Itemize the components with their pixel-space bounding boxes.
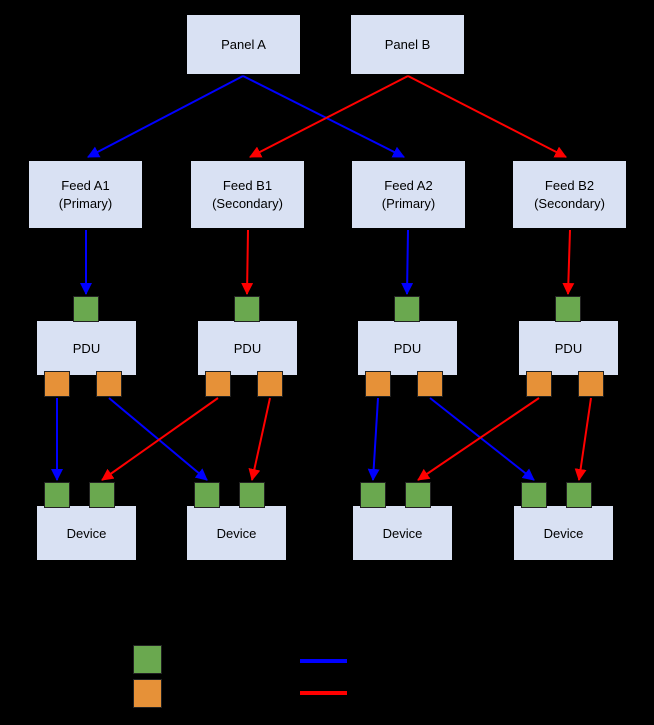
device-1-node: Device bbox=[36, 505, 137, 561]
pdu-2-output-port-1 bbox=[205, 371, 231, 397]
edge-pdu1_out2-to-device2_in1 bbox=[108, 397, 208, 481]
device-4-input-port-2 bbox=[566, 482, 592, 508]
feed-b1-role: (Secondary) bbox=[212, 195, 283, 211]
device-3-input-port-2 bbox=[405, 482, 431, 508]
legend-red-line bbox=[300, 691, 347, 695]
panel-a-node: Panel A bbox=[186, 14, 301, 75]
pdu-4-output-port-2 bbox=[578, 371, 604, 397]
pdu-4-input-port bbox=[555, 296, 581, 322]
edge-pdu4_out1-to-device3_in2 bbox=[417, 397, 540, 481]
edge-panelA_out-to-feedA1_in bbox=[87, 75, 244, 158]
legend-green-swatch bbox=[133, 645, 162, 674]
device-2-input-port-1 bbox=[194, 482, 220, 508]
feed-b1-node: Feed B1 (Secondary) bbox=[190, 160, 305, 229]
device-3-input-port-1 bbox=[360, 482, 386, 508]
pdu-1-label: PDU bbox=[72, 340, 101, 356]
device-4-node: Device bbox=[513, 505, 614, 561]
device-1-input-port-2 bbox=[89, 482, 115, 508]
pdu-4-node: PDU bbox=[518, 320, 619, 376]
feed-a2-name: Feed A2 bbox=[384, 177, 433, 193]
device-4-label: Device bbox=[543, 525, 584, 541]
device-1-input-port-1 bbox=[44, 482, 70, 508]
feed-b2-node: Feed B2 (Secondary) bbox=[512, 160, 627, 229]
pdu-4-label: PDU bbox=[554, 340, 583, 356]
feed-a1-name: Feed A1 bbox=[61, 177, 110, 193]
pdu-2-label: PDU bbox=[233, 340, 262, 356]
device-3-label: Device bbox=[382, 525, 423, 541]
pdu-1-output-port-2 bbox=[96, 371, 122, 397]
feed-a1-role: (Primary) bbox=[58, 195, 113, 211]
pdu-3-input-port bbox=[394, 296, 420, 322]
feed-a2-node: Feed A2 (Primary) bbox=[351, 160, 466, 229]
pdu-2-output-port-2 bbox=[257, 371, 283, 397]
pdu-1-output-port-1 bbox=[44, 371, 70, 397]
device-2-node: Device bbox=[186, 505, 287, 561]
edge-pdu4_out2-to-device4_in2 bbox=[574, 397, 592, 481]
device-3-node: Device bbox=[352, 505, 453, 561]
device-2-input-port-2 bbox=[239, 482, 265, 508]
pdu-3-output-port-2 bbox=[417, 371, 443, 397]
edge-pdu3_out1-to-device3_in1 bbox=[367, 397, 380, 481]
panel-b-node: Panel B bbox=[350, 14, 465, 75]
pdu-2-node: PDU bbox=[197, 320, 298, 376]
feed-a2-role: (Primary) bbox=[381, 195, 436, 211]
feed-b1-name: Feed B1 bbox=[222, 177, 273, 193]
edge-feedB2_out-to-pdu4_in bbox=[562, 229, 575, 295]
pdu-2-input-port bbox=[234, 296, 260, 322]
panel-a-label: Panel A bbox=[221, 37, 266, 52]
edge-pdu2_out2-to-device2_in2 bbox=[248, 397, 271, 481]
edge-pdu2_out1-to-device1_in2 bbox=[101, 397, 219, 481]
edge-panelA_out-to-feedA2_in bbox=[242, 75, 405, 158]
panel-b-label: Panel B bbox=[384, 37, 431, 52]
feed-a1-node: Feed A1 (Primary) bbox=[28, 160, 143, 229]
pdu-3-node: PDU bbox=[357, 320, 458, 376]
pdu-3-label: PDU bbox=[393, 340, 422, 356]
pdu-1-input-port bbox=[73, 296, 99, 322]
device-4-input-port-1 bbox=[521, 482, 547, 508]
pdu-4-output-port-1 bbox=[526, 371, 552, 397]
edge-panelB_out-to-feedB1_in bbox=[249, 75, 409, 158]
edge-feedB1_out-to-pdu2_in bbox=[241, 229, 254, 295]
feed-b2-role: (Secondary) bbox=[534, 195, 605, 211]
edge-pdu3_out2-to-device4_in1 bbox=[429, 397, 535, 481]
feed-b2-name: Feed B2 bbox=[544, 177, 595, 193]
legend-blue-line bbox=[300, 659, 347, 663]
pdu-1-node: PDU bbox=[36, 320, 137, 376]
legend-orange-swatch bbox=[133, 679, 162, 708]
device-2-label: Device bbox=[216, 525, 257, 541]
edge-panelB_out-to-feedB2_in bbox=[407, 75, 567, 158]
pdu-3-output-port-1 bbox=[365, 371, 391, 397]
edge-feedA2_out-to-pdu3_in bbox=[401, 229, 414, 295]
device-1-label: Device bbox=[66, 525, 107, 541]
